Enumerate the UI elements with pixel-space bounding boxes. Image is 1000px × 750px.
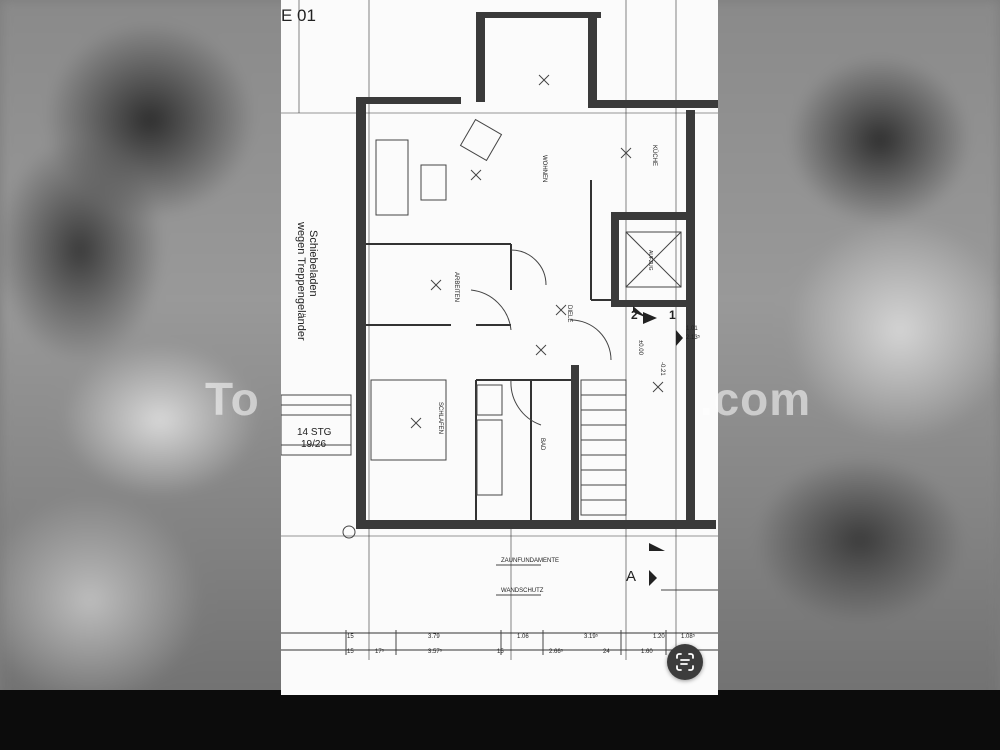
- section-marker-1: 1: [669, 308, 676, 322]
- floor-plan-image: E 01 Schiebeladen wegen Treppengeländer …: [281, 0, 718, 695]
- note-zaun: ZAUNFUNDAMENTE: [501, 558, 559, 564]
- watermark-right: .com: [699, 373, 812, 425]
- vertical-note-1: Schiebeladen: [307, 230, 319, 297]
- dim-1-5: 1.08⁵: [681, 634, 696, 640]
- dim-2-6: 1.60: [641, 649, 653, 655]
- vertical-note-2: wegen Treppengeländer: [295, 222, 307, 341]
- dim-1-3: 3.19⁵: [584, 634, 599, 640]
- room-bad: BAD: [539, 438, 545, 451]
- plan-header: E 01: [281, 6, 316, 25]
- dim-2-4: 2.66⁵: [549, 649, 564, 655]
- level-3: ±0.00: [637, 340, 643, 355]
- room-kueche: KÜCHE: [651, 145, 657, 167]
- dim-1-1: 3.79: [428, 634, 440, 640]
- stairs-label-1: 14 STG: [297, 427, 332, 438]
- room-arbeiten: ARBEITEN: [453, 272, 459, 303]
- level-1: 1.01: [686, 326, 698, 332]
- dim-2-0: 15: [347, 649, 354, 655]
- stairs-label-2: 19/26: [301, 439, 327, 450]
- room-wohnen: WOHNEN: [541, 155, 547, 183]
- floor-plan-drawing: [281, 0, 718, 660]
- dim-1-2: 1.06: [517, 634, 529, 640]
- room-diele: DIELE: [566, 305, 572, 323]
- level-2: 2.13⁵: [686, 335, 701, 341]
- lens-scan-icon: [676, 653, 694, 671]
- dim-2-2: 3.57⁵: [428, 649, 443, 655]
- bottom-black-bar: [0, 690, 1000, 750]
- dim-1-4: 1.20: [653, 634, 665, 640]
- dim-2-5: 24: [603, 649, 610, 655]
- note-wand: WANDSCHUTZ: [501, 588, 544, 594]
- section-marker-2: 2: [631, 308, 638, 322]
- section-marker-a: A: [626, 568, 637, 585]
- dim-2-1: 17⁵: [375, 649, 385, 655]
- dim-1-0: 15: [347, 634, 354, 640]
- lens-button[interactable]: [667, 644, 703, 680]
- watermark-left: To: [205, 373, 260, 425]
- room-aufzug: AUFZUG: [647, 250, 653, 271]
- watermark: To .com: [205, 372, 811, 426]
- dim-2-3: 15: [497, 649, 504, 655]
